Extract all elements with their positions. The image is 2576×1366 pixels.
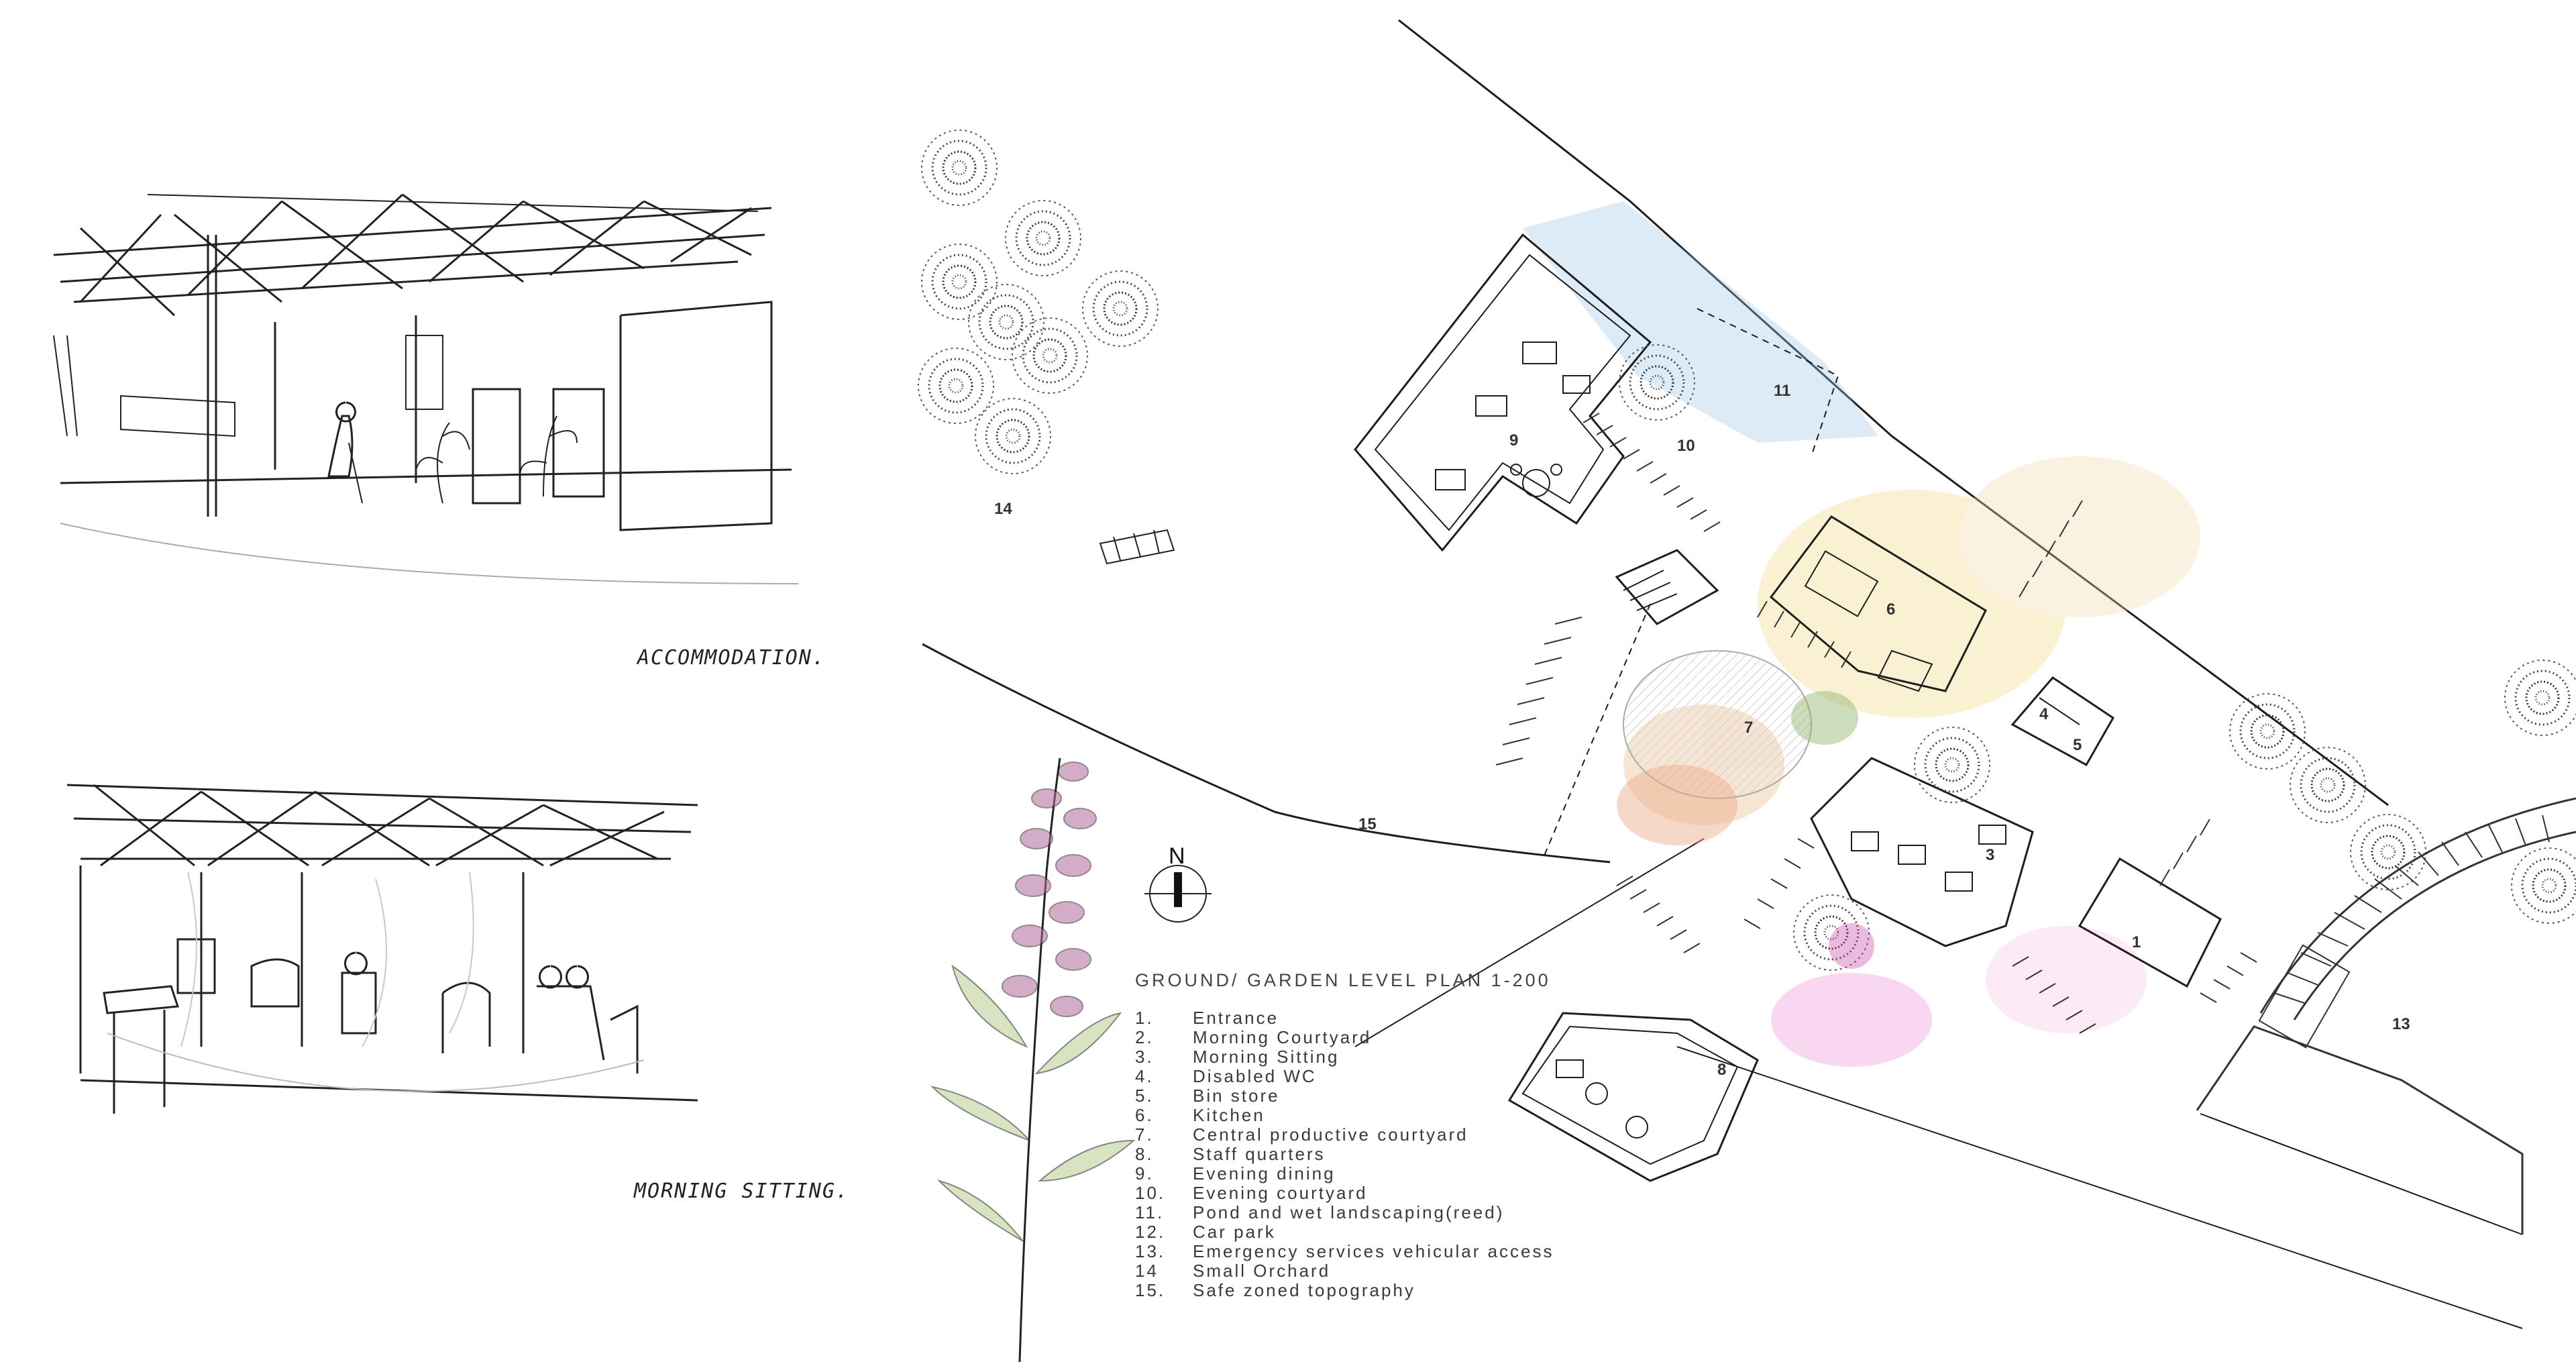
legend-item: 6. Kitchen — [1135, 1106, 1554, 1125]
bench — [1099, 529, 1175, 565]
eastern-trees — [2229, 659, 2576, 925]
legend-number: 6. — [1135, 1105, 1154, 1125]
legend-label: Disabled WC — [1193, 1066, 1317, 1086]
plan-label-10: 10 — [1677, 437, 1695, 455]
legend-item: 15. Safe zoned topography — [1135, 1281, 1554, 1300]
pond — [1523, 201, 1878, 443]
plan-label-7: 7 — [1744, 719, 1753, 737]
legend-number: 15. — [1135, 1280, 1166, 1300]
legend-item: 8. Staff quarters — [1135, 1145, 1554, 1164]
vehicular-access-arc — [2196, 797, 2576, 1234]
legend-label: Evening courtyard — [1193, 1183, 1368, 1203]
plan-label-13: 13 — [2392, 1015, 2410, 1033]
colonnades — [1495, 413, 2257, 1034]
legend-number: 12. — [1135, 1222, 1166, 1242]
building-plan — [1354, 233, 2222, 1182]
legend-label: Staff quarters — [1193, 1144, 1326, 1164]
legend-number: 9. — [1135, 1163, 1154, 1184]
accommodation-sketch — [53, 193, 799, 584]
legend-number: 2. — [1135, 1027, 1154, 1047]
plan-labels: 1 3 4 5 6 7 8 9 10 11 13 14 15 — [994, 382, 2410, 1079]
north-label: N — [1169, 843, 1185, 869]
legend-label: Car park — [1193, 1222, 1276, 1242]
legend-label: Evening dining — [1193, 1163, 1336, 1184]
legend-item: 14 Small Orchard — [1135, 1261, 1554, 1281]
legend-label: Entrance — [1193, 1008, 1279, 1028]
legend-number: 14 — [1135, 1261, 1159, 1281]
legend-label: Morning Sitting — [1193, 1047, 1340, 1067]
legend-label: Emergency services vehicular access — [1193, 1241, 1554, 1261]
legend-item: 7. Central productive courtyard — [1135, 1125, 1554, 1145]
plan-label-15: 15 — [1358, 815, 1377, 833]
legend-number: 5. — [1135, 1086, 1154, 1106]
legend-label: Morning Courtyard — [1193, 1027, 1372, 1047]
plan-label-9: 9 — [1509, 431, 1518, 450]
small-orchard — [917, 129, 1159, 475]
legend-label: Bin store — [1193, 1086, 1280, 1106]
site-contours — [922, 19, 2523, 1329]
legend-label: Safe zoned topography — [1193, 1280, 1415, 1300]
legend-item: 12. Car park — [1135, 1222, 1554, 1242]
morning-sitting-sketch — [66, 784, 698, 1114]
plan-label-8: 8 — [1717, 1061, 1726, 1079]
plan-label-1: 1 — [2132, 933, 2141, 951]
legend-label: Pond and wet landscaping(reed) — [1193, 1202, 1505, 1222]
legend-item: 5. Bin store — [1135, 1086, 1554, 1106]
legend-number: 4. — [1135, 1066, 1154, 1086]
plan-label-5: 5 — [2073, 736, 2082, 754]
plan-label-11: 11 — [1774, 382, 1790, 400]
legend-item: 3. Morning Sitting — [1135, 1047, 1554, 1067]
legend-label: Kitchen — [1193, 1105, 1265, 1125]
legend-item: 2. Morning Courtyard — [1135, 1028, 1554, 1047]
legend-item: 9. Evening dining — [1135, 1164, 1554, 1184]
legend-number: 7. — [1135, 1124, 1154, 1145]
legend-label: Central productive courtyard — [1193, 1124, 1468, 1145]
accommodation-caption: ACCOMMODATION. — [636, 646, 826, 670]
legend-label: Small Orchard — [1193, 1261, 1331, 1281]
foxglove-drawing — [930, 757, 1136, 1363]
north-arrow — [1144, 865, 1212, 923]
plan-label-4: 4 — [2039, 705, 2049, 723]
legend-item: 1. Entrance — [1135, 1008, 1554, 1028]
legend-number: 10. — [1135, 1183, 1166, 1203]
legend-number: 11. — [1135, 1202, 1165, 1222]
legend-item: 10. Evening courtyard — [1135, 1184, 1554, 1203]
legend-item: 11. Pond and wet landscaping(reed) — [1135, 1203, 1554, 1222]
central-courtyard — [1617, 344, 1991, 971]
legend-number: 8. — [1135, 1144, 1154, 1164]
legend-number: 1. — [1135, 1008, 1154, 1028]
morning-sitting-caption: MORNING SITTING. — [633, 1179, 849, 1203]
legend: 1. Entrance 2. Morning Courtyard 3. Morning S… — [1135, 1008, 1554, 1300]
plan-label-3: 3 — [1986, 846, 1994, 864]
plan-label-6: 6 — [1886, 600, 1895, 619]
legend-number: 3. — [1135, 1047, 1154, 1067]
legend-item: 4. Disabled WC — [1135, 1067, 1554, 1086]
legend-item: 13. Emergency services vehicular access — [1135, 1242, 1554, 1261]
plan-title: GROUND/ GARDEN LEVEL PLAN 1-200 — [1135, 970, 1551, 990]
plan-label-14: 14 — [994, 500, 1012, 518]
legend-number: 13. — [1135, 1241, 1166, 1261]
